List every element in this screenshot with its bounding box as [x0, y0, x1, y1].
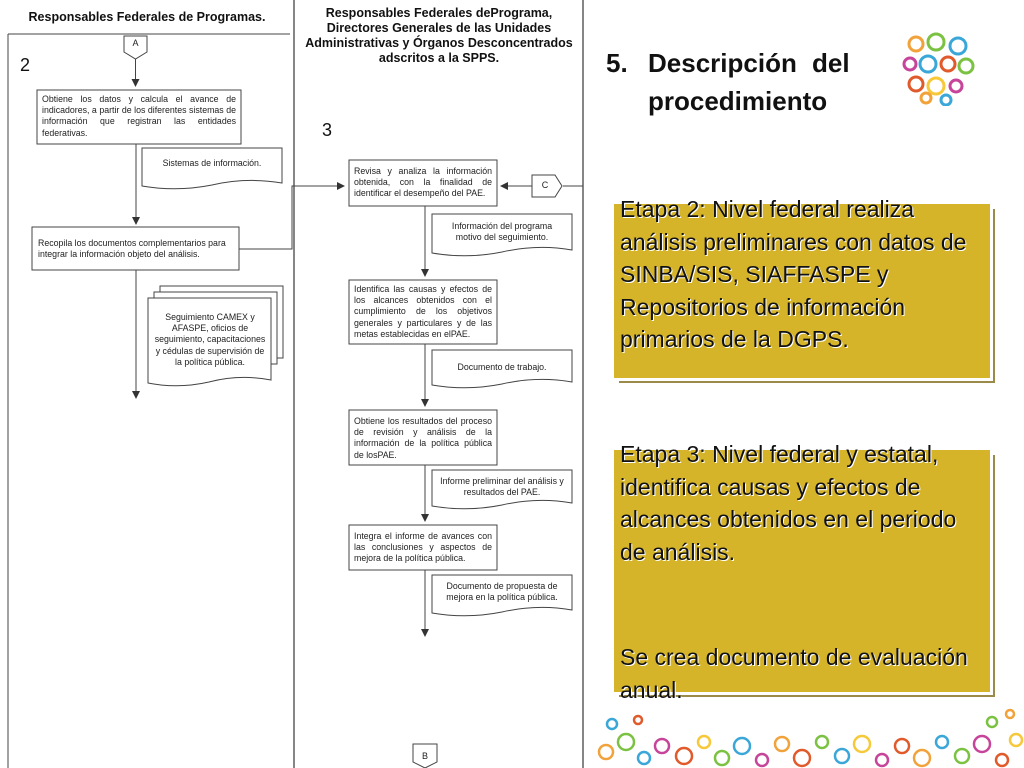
doc-trabajo: Documento de trabajo. — [457, 362, 547, 372]
title-line-1: Descripción del — [648, 48, 850, 78]
step-3-label: 3 — [322, 120, 333, 140]
arrow-recopila-to-revisa — [239, 182, 345, 250]
doc-sistemas: Sistemas de información. — [162, 158, 262, 168]
etapa2-panel — [614, 204, 990, 378]
doc-propuesta: Documento de propuesta de mejora en la p… — [446, 581, 558, 603]
procedure-flowchart: Responsables Federales de Programas. Res… — [7, 0, 584, 768]
box-recopila: Recopila los documentos complementarios … — [38, 238, 226, 260]
decorative-circles-pattern-icon — [597, 708, 1024, 768]
connector-c-shape — [531, 174, 563, 198]
doc-informe-shape — [431, 469, 573, 510]
doc-sistemas-shape — [141, 147, 283, 190]
step-2-label: 2 — [20, 55, 31, 75]
doc-seguimiento-shape — [147, 297, 272, 387]
etapa2-text: Etapa 2: Nivel federal realiza análisis … — [620, 196, 967, 352]
doc-info-programa-shape — [431, 213, 573, 257]
box-identifica-shape — [348, 279, 498, 345]
lane-right-title: Responsables Federales dePrograma, Direc… — [305, 6, 573, 65]
box-identifica: Identifica las causas y efectos de los a… — [354, 284, 492, 339]
doc-trabajo-shape — [431, 349, 573, 389]
connector-a-shape — [123, 35, 148, 60]
doc-propuesta-shape — [431, 574, 573, 617]
doc-info-programa: Información del programa motivo del segu… — [451, 221, 553, 243]
connector-c-label: C — [541, 180, 549, 190]
box-revisa: Revisa y analiza la información obtenida… — [354, 166, 492, 199]
connector-b-label: B — [421, 751, 428, 761]
box-integra: Integra el informe de avances con las co… — [354, 531, 492, 564]
connector-a-label: A — [132, 38, 139, 48]
title-number: 5. — [606, 48, 628, 78]
box-obtiene-datos-shape — [36, 89, 242, 145]
title-line-2: procedimiento — [648, 86, 828, 116]
circles-logo-icon — [902, 32, 975, 106]
lane-left-title: Responsables Federales de Programas. — [28, 10, 266, 24]
box-resultados-shape — [348, 409, 498, 466]
box-obtiene-datos: Obtiene los datos y calcula el avance de… — [42, 94, 236, 138]
connector-b-shape — [412, 743, 438, 768]
doc-informe: Informe preliminar del análisis y result… — [440, 476, 564, 498]
box-obtiene-resultados: Obtiene los resultados del proceso de re… — [354, 416, 492, 460]
etapa3-panel — [614, 450, 990, 692]
box-recopila-shape — [31, 226, 240, 271]
etapa3-note: Se crea documento de evaluación anual. — [620, 644, 968, 703]
doc-seguimiento: Seguimiento CAMEX y AFASPE, oficios de s… — [154, 312, 266, 367]
box-revisa-shape — [348, 159, 498, 207]
etapa3-text: Etapa 3: Nivel federal y estatal, identi… — [620, 441, 957, 565]
box-integra-shape — [348, 524, 498, 571]
flowchart-graphics — [7, 0, 584, 768]
